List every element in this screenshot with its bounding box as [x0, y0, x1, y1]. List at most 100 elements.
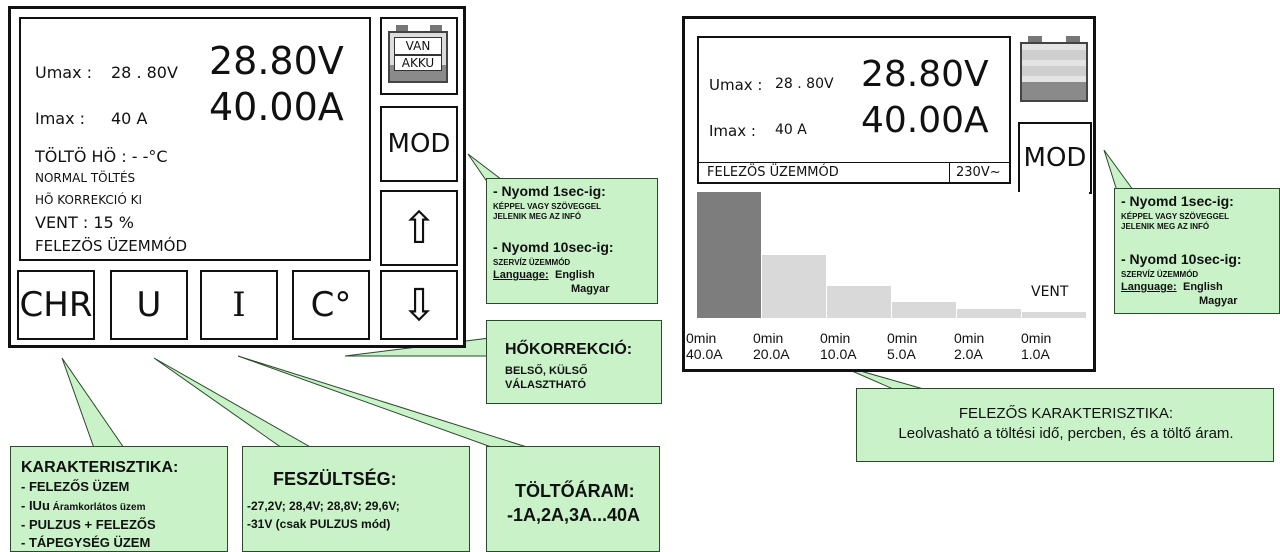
karakterisztika-item2-rest: Áramkorlátos üzem [49, 502, 146, 513]
imax-label: Imax : [35, 109, 86, 128]
bar-time-label-1: 0min [753, 330, 784, 346]
karakterisztika-item4: - TÁPEGYSÉG ÜZEM [21, 535, 151, 550]
imax-value: 40 A [111, 109, 148, 128]
mod-label: MOD [387, 129, 451, 159]
u-key-label: U [136, 285, 162, 325]
hokorrekcio-callout: HŐKORREKCIÓ: BELSŐ, KÜLSŐ VÁLASZTHATÓ [486, 320, 662, 404]
felezos-mode-line: FELEZÖS ÜZEMMÓD [35, 237, 188, 255]
i-key-label: I [232, 285, 246, 325]
bar-current-label-0: 40.0A [686, 346, 723, 362]
feszultseg-line1: -27,2V; 28,4V; 28,8V; 29,6V; [247, 499, 400, 513]
mod-callout-lang2: Magyar [571, 283, 610, 295]
right-battery-icon [1020, 36, 1088, 106]
right-mod-callout-line4: - Nyomd 10sec-ig: [1121, 251, 1242, 267]
right-mod-label: MOD [1023, 143, 1087, 173]
felezos-karakterisztika-callout: FELEZŐS KARAKTERISZTIKA: Leolvasható a t… [856, 388, 1274, 462]
i-key[interactable]: I [200, 270, 278, 340]
karakterisztika-item1: - FELEZŐS ÜZEM [21, 479, 130, 494]
left-mod-button[interactable]: MOD [380, 106, 458, 182]
mod-callout-line3: JELENIK MEG AZ INFÓ [493, 212, 582, 221]
right-imax-big-readout: 40.00A [861, 100, 989, 141]
right-status-bar: FELEZÖS ÜZEMMÓD 230V~ [699, 162, 1009, 183]
left-lcd-screen: Umax : 28 . 80V 28.80V Imax : 40 A 40.00… [19, 17, 371, 261]
mod-callout-line4: - Nyomd 10sec-ig: [493, 239, 614, 255]
imax-big-readout: 40.00A [209, 85, 344, 129]
leader-feszultseg [153, 357, 314, 449]
right-mod-callout-line3: JELENIK MEG AZ INFÓ [1121, 222, 1210, 231]
feszultseg-line2: -31V (csak PULZUS mód) [247, 517, 391, 531]
toltoaram-line1: -1A,2A,3A...40A [507, 505, 641, 525]
right-status-mode: FELEZÖS ÜZEMMÓD [707, 165, 839, 180]
right-lcd-screen: Umax : 28 . 80V 28.80V Imax : 40 A 40.00… [697, 36, 1011, 184]
bar-3 [892, 302, 956, 318]
feszultseg-title: FESZÜLTSÉG: [273, 469, 397, 489]
right-mod-button[interactable]: MOD [1018, 122, 1092, 194]
battery-line-akku: AKKU [401, 56, 435, 70]
vent-line: VENT : 15 % [35, 213, 135, 232]
bar-time-label-2: 0min [820, 330, 851, 346]
mod-info-callout-left: - Nyomd 1sec-ig: KÉPPEL VAGY SZÖVEGGEL J… [486, 178, 658, 304]
felezos-title: FELEZŐS KARAKTERISZTIKA: [958, 405, 1174, 422]
up-arrow-button[interactable]: ⇧ [380, 190, 458, 266]
celsius-key[interactable]: C° [292, 270, 370, 340]
umax-value: 28 . 80V [111, 63, 178, 82]
right-imax-label: Imax : [709, 122, 756, 140]
hokorr-line2: VÁLASZTHATÓ [505, 379, 587, 391]
karakterisztika-item2-bold: - IUu [21, 498, 50, 513]
umax-label: Umax : [35, 63, 93, 82]
bar-current-label-4: 2.0A [954, 346, 983, 362]
right-status-voltage-cell: 230V~ [949, 163, 1009, 183]
u-key[interactable]: U [110, 270, 188, 340]
right-status-voltage: 230V~ [956, 165, 1001, 180]
bar-4 [957, 309, 1021, 318]
right-mod-callout-lang1: English [1183, 281, 1223, 293]
leader-karakterisztika [61, 357, 125, 449]
mod-callout-line5: SZERVÍZ ÜZEMMÓD [493, 258, 571, 267]
feszultseg-callout: FESZÜLTSÉG: -27,2V; 28,4V; 28,8V; 29,6V;… [242, 446, 470, 552]
right-mod-callout-lang2: Magyar [1199, 295, 1238, 307]
karakterisztika-item2: - IUu Áramkorlátos üzem [21, 498, 145, 513]
mod-callout-lang1: English [555, 269, 595, 281]
right-umax-value: 28 . 80V [775, 76, 834, 92]
bar-current-label-1: 20.0A [753, 346, 790, 362]
felezos-bar-chart: VENT [697, 192, 1089, 322]
hokorr-line1: BELSŐ, KÜLSŐ [505, 365, 588, 377]
right-mod-callout-line2: KÉPPEL VAGY SZÖVEGGEL [1121, 212, 1230, 221]
umax-big-readout: 28.80V [209, 39, 344, 83]
charger-temp-line: TÖLTÖ HÖ : - -°C [35, 147, 168, 166]
bar-0 [697, 192, 761, 318]
bar-time-label-4: 0min [954, 330, 985, 346]
bar-2 [827, 286, 891, 318]
karakterisztika-item3: - PULZUS + FELEZŐS [21, 517, 156, 532]
bar-1 [762, 255, 826, 318]
right-mod-callout-line1: - Nyomd 1sec-ig: [1121, 193, 1234, 209]
down-arrow-icon: ⇩ [400, 279, 438, 331]
felezos-line1: Leolvasható a töltési idő, percben, és a… [898, 425, 1234, 442]
bar-current-label-3: 5.0A [887, 346, 916, 362]
temp-correction-line: HÕ KORREKCIÓ KI [35, 193, 142, 207]
mod-callout-lang-label: Language: [493, 269, 549, 281]
right-umax-big-readout: 28.80V [861, 54, 989, 95]
bar-5 [1022, 312, 1086, 318]
toltoaram-callout: TÖLTŐÁRAM: -1A,2A,3A...40A [486, 446, 660, 552]
right-mod-callout-lang-label: Language: [1121, 281, 1177, 293]
right-umax-label: Umax : [709, 76, 763, 94]
charge-mode-line: NORMAL TÖLTÉS [35, 171, 136, 185]
battery-icon: VAN AKKU [388, 25, 450, 87]
chr-key[interactable]: CHR [17, 270, 95, 340]
down-arrow-button[interactable]: ⇩ [380, 270, 458, 340]
vent-label: VENT [1031, 284, 1069, 300]
celsius-key-label: C° [310, 285, 352, 325]
bar-time-label-5: 0min [1021, 330, 1052, 346]
karakterisztika-title: KARAKTERISZTIKA: [21, 459, 179, 476]
right-imax-value: 40 A [775, 122, 807, 138]
karakterisztika-callout: KARAKTERISZTIKA: - FELEZŐS ÜZEM - IUu Ár… [10, 446, 228, 552]
toltoaram-title: TÖLTŐÁRAM: [515, 481, 635, 501]
bar-current-label-5: 1.0A [1021, 346, 1050, 362]
bar-area [697, 192, 1089, 322]
left-battery-button[interactable]: VAN AKKU [380, 17, 458, 95]
battery-line-van: VAN [405, 39, 431, 53]
mod-callout-line2: KÉPPEL VAGY SZÖVEGGEL [493, 202, 602, 211]
right-mod-callout-line5: SZERVÍZ ÜZEMMÓD [1121, 270, 1199, 279]
